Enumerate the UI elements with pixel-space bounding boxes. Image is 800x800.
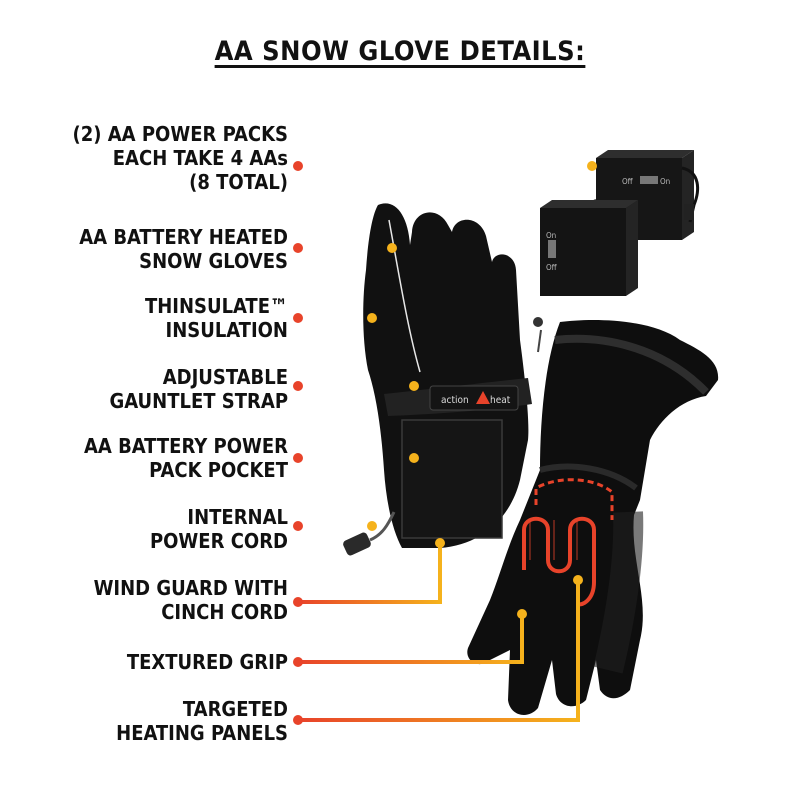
page-title: AA SNOW GLOVE DETAILS: [214,36,586,67]
back-glove: action heat [343,203,532,556]
line-textured-grip [293,609,527,667]
pack2-off-label: Off [546,263,558,272]
line-power-cord [293,521,377,531]
battery-pack-front: On Off [540,200,638,296]
brand-heat: heat [490,395,511,406]
callout-lines [293,161,597,725]
pack-off-label: Off [622,177,634,186]
battery-pack-back: Off On [569,150,700,240]
line-gauntlet-strap [293,381,419,391]
callout-textured-grip: TEXTURED GRIP [126,650,288,674]
front-glove [467,317,719,715]
line-heating-panels [293,575,583,725]
line-wind-guard [293,538,445,607]
pack-on-label: On [660,177,670,186]
pack2-on-label: On [546,231,556,240]
line-insulation [293,313,377,323]
line-power-packs [293,161,597,171]
heating-panels [522,478,614,607]
line-power-pocket [293,453,419,463]
line-heated-gloves [293,243,397,253]
brand-action: action [441,395,469,406]
